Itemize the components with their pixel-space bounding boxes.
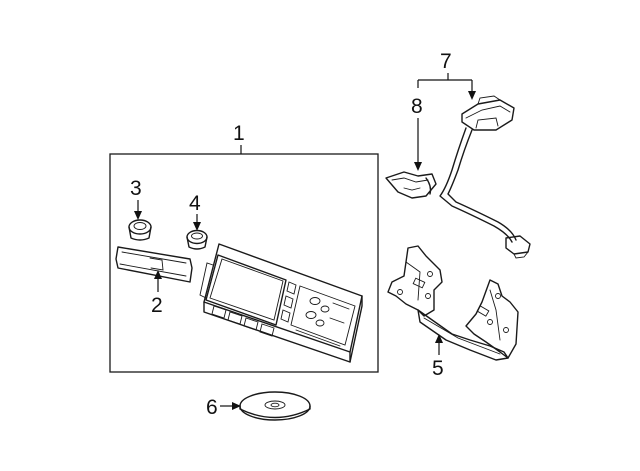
leader-6-arrowhead <box>232 402 241 410</box>
display-unit[interactable] <box>199 243 363 363</box>
callout-3[interactable]: 3 <box>130 177 142 200</box>
leader-5-arrowhead <box>435 334 443 343</box>
leader-3-arrowhead <box>134 211 142 220</box>
callout-5[interactable]: 5 <box>432 357 444 380</box>
leader-7-arrowhead <box>468 91 476 100</box>
knob-4[interactable] <box>186 229 208 250</box>
disc[interactable] <box>239 391 311 421</box>
callout-2[interactable]: 2 <box>151 294 163 317</box>
cable-clip[interactable] <box>385 171 437 199</box>
leader-4-arrowhead <box>193 222 201 231</box>
leader-2-arrowhead <box>154 270 162 279</box>
knob-3[interactable] <box>128 219 152 241</box>
callout-6[interactable]: 6 <box>206 396 218 419</box>
callout-7[interactable]: 7 <box>440 50 452 73</box>
callout-4[interactable]: 4 <box>189 192 201 215</box>
leader-8-arrowhead <box>414 162 422 171</box>
leader-7 <box>417 73 473 92</box>
trim-strip[interactable] <box>115 246 193 283</box>
mounting-bracket[interactable] <box>387 245 519 361</box>
callout-1[interactable]: 1 <box>233 122 245 145</box>
callout-8[interactable]: 8 <box>411 95 423 118</box>
antenna-module[interactable] <box>439 95 531 259</box>
assembly-box <box>109 153 379 373</box>
